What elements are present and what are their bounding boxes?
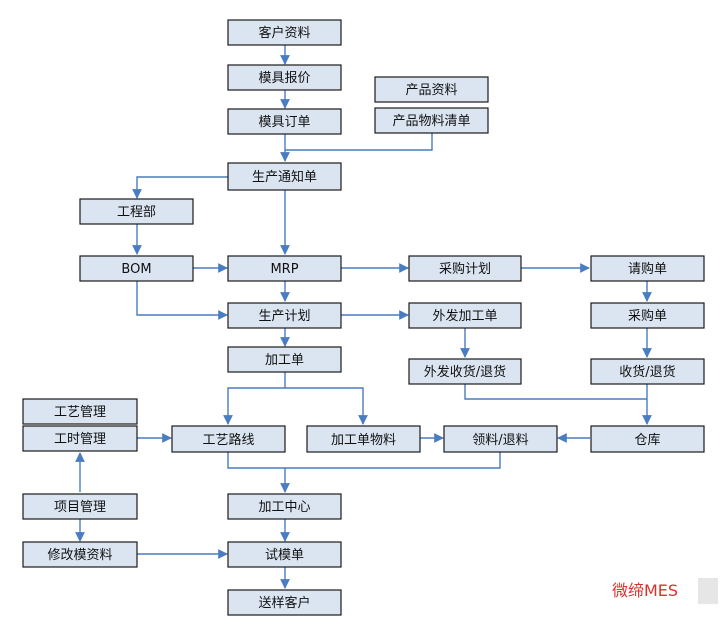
- svg-text:工艺管理: 工艺管理: [54, 405, 106, 420]
- node-jiagong-zhongxin: 加工中心: [227, 493, 342, 520]
- node-gongshi-guanli: 工时管理: [22, 425, 138, 452]
- watermark-blur-block: [698, 578, 718, 604]
- svg-text:客户资料: 客户资料: [258, 25, 310, 41]
- node-kehu-ziliao: 客户资料: [227, 19, 342, 46]
- svg-text:外发加工单: 外发加工单: [432, 308, 497, 324]
- svg-text:加工单物料: 加工单物料: [331, 433, 396, 448]
- node-shengchan-tongzhidan: 生产通知单: [227, 162, 342, 191]
- node-shimo-dan: 试模单: [227, 541, 342, 568]
- node-muju-dingdan: 模具订单: [227, 108, 342, 135]
- svg-text:领料/退料: 领料/退料: [472, 433, 528, 448]
- node-waifa-jiagongdan: 外发加工单: [408, 302, 522, 329]
- svg-text:加工中心: 加工中心: [258, 500, 310, 515]
- node-bom: BOM: [79, 255, 194, 282]
- node-gongyi-guanli: 工艺管理: [22, 398, 138, 425]
- node-songyang-kehu: 送样客户: [227, 589, 342, 616]
- node-gongcheng-bu: 工程部: [79, 198, 194, 225]
- node-xiangmu-guanli: 项目管理: [22, 493, 138, 520]
- svg-text:工程部: 工程部: [117, 205, 156, 220]
- svg-text:请购单: 请购单: [628, 261, 667, 277]
- svg-text:产品资料: 产品资料: [405, 83, 457, 98]
- node-qinggou-dan: 请购单: [590, 255, 705, 282]
- edge-gongyiluxian-to-jiagongzhongxin: [227, 452, 290, 493]
- node-xiugai-mo-ziliao: 修改模资料: [22, 541, 138, 568]
- watermark-text: 微缔MES: [612, 581, 678, 600]
- connectors: [75, 45, 652, 589]
- svg-text:BOM: BOM: [121, 262, 151, 277]
- node-lingliao-tuiliao: 领料/退料: [443, 425, 558, 453]
- node-chanpin-ziliao: 产品资料: [374, 76, 489, 103]
- svg-text:送样客户: 送样客户: [258, 595, 310, 611]
- edge-wuliao-to-tongzhi: [285, 133, 433, 151]
- edge-tongzhi-to-gongchengbu: [132, 176, 228, 199]
- node-caigou-dan: 采购单: [590, 302, 705, 329]
- svg-text:工时管理: 工时管理: [54, 432, 106, 447]
- svg-text:试模单: 试模单: [265, 548, 304, 563]
- svg-text:仓库: 仓库: [634, 432, 660, 448]
- node-waifa-shouhuo-tuihuo: 外发收货/退货: [408, 358, 522, 385]
- node-caigou-jihua: 采购计划: [408, 255, 522, 282]
- edge-jiagongdan-to-jiagongwuliao: [285, 387, 368, 425]
- node-gongyi-luxian: 工艺路线: [171, 425, 286, 453]
- svg-text:收货/退货: 收货/退货: [619, 364, 675, 380]
- svg-text:模具订单: 模具订单: [258, 115, 310, 130]
- node-mrp: MRP: [227, 255, 342, 282]
- node-muju-baojia: 模具报价: [227, 64, 342, 91]
- node-shouhuo-tuihuo: 收货/退货: [590, 358, 705, 385]
- node-shengchan-jihua: 生产计划: [227, 302, 342, 329]
- svg-text:修改模资料: 修改模资料: [47, 548, 112, 563]
- svg-text:加工单: 加工单: [265, 353, 304, 368]
- svg-text:工艺路线: 工艺路线: [202, 432, 254, 448]
- svg-text:采购单: 采购单: [628, 308, 667, 324]
- edge-lingliao-to-jiagongzhongxin: [285, 452, 501, 469]
- svg-text:产品物料清单: 产品物料清单: [392, 114, 470, 129]
- edge-jiagongdan-to-gongyiluxian: [223, 372, 286, 425]
- svg-text:采购计划: 采购计划: [439, 261, 491, 277]
- node-jiagong-dan: 加工单: [227, 346, 342, 373]
- svg-text:生产计划: 生产计划: [258, 309, 310, 324]
- edge-waifashouhuo-to-cangku: [464, 384, 647, 400]
- svg-text:生产通知单: 生产通知单: [252, 169, 317, 185]
- svg-text:模具报价: 模具报价: [258, 71, 310, 86]
- svg-text:MRP: MRP: [270, 262, 298, 277]
- svg-text:外发收货/退货: 外发收货/退货: [424, 364, 506, 380]
- edge-bom-to-shengchanjihua: [136, 281, 228, 320]
- node-cangku: 仓库: [590, 425, 705, 453]
- node-chanpin-wuliao-qingdan: 产品物料清单: [374, 107, 489, 134]
- svg-text:项目管理: 项目管理: [54, 500, 106, 515]
- node-jiagongdan-wuliao: 加工单物料: [306, 425, 421, 453]
